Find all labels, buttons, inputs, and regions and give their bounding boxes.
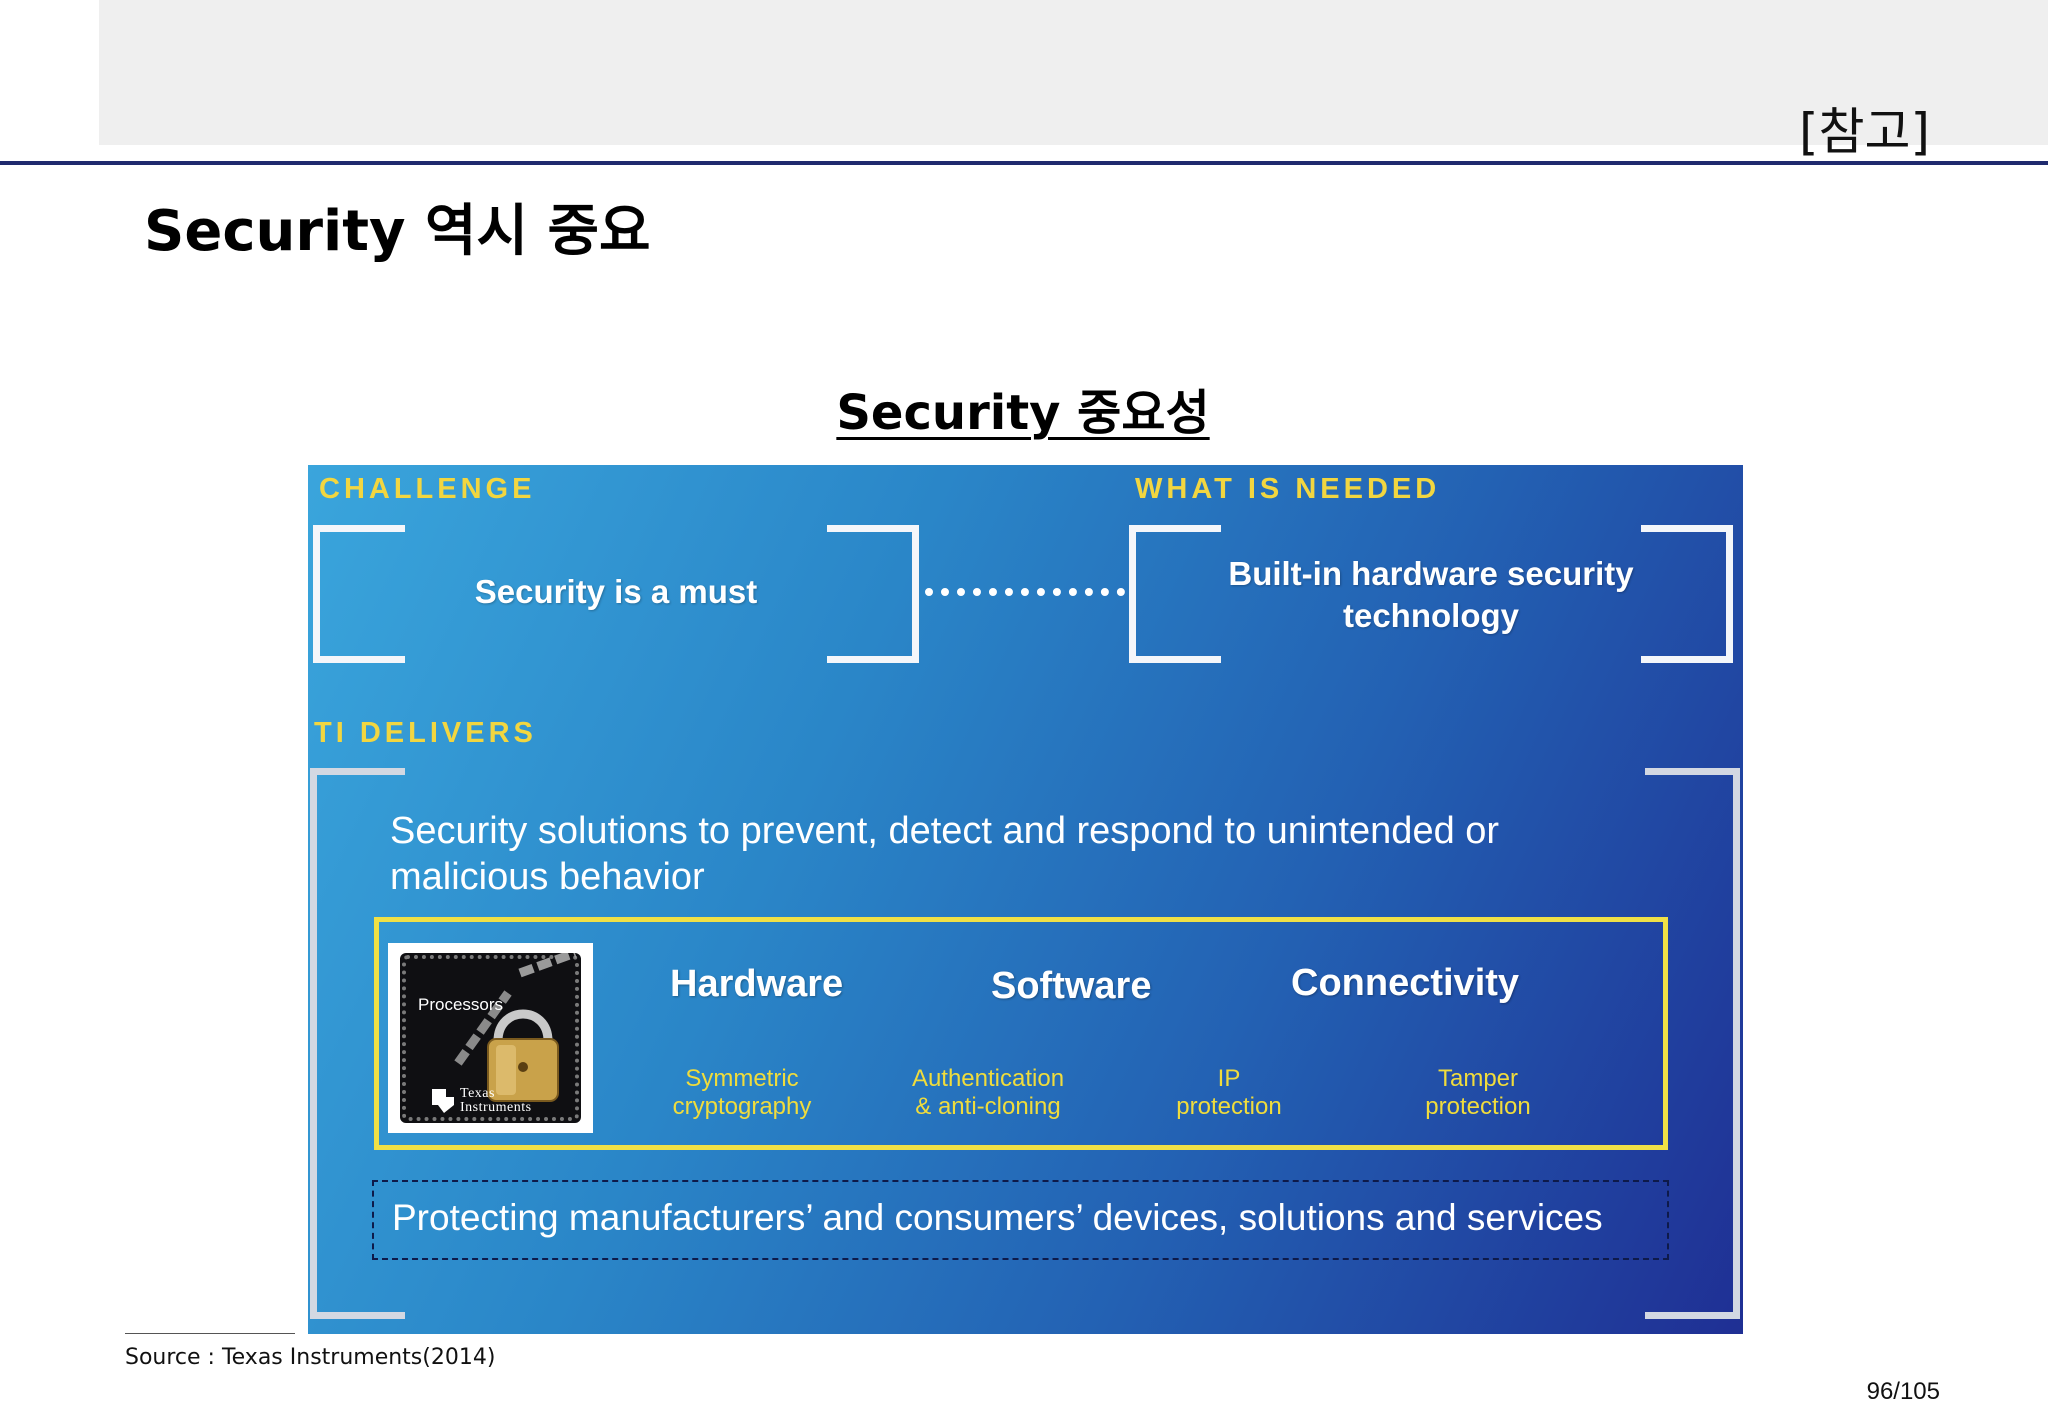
delivers-bracket-right [1645,768,1740,1319]
security-figure: CHALLENGE WHAT IS NEEDED Security is a m… [308,465,1743,1334]
challenge-bracket-left [313,525,405,663]
footnote-rule [125,1333,295,1334]
feature-tamper-protection: Tamper protection [1368,1065,1588,1121]
chip-brand: Texas Instruments [460,1087,532,1115]
challenge-label: CHALLENGE [319,473,536,505]
needed-text-line1: Built-in hardware security [1228,555,1634,592]
reference-tag: [참고] [1798,103,1930,161]
delivers-bracket-left [310,768,405,1319]
chip-pins [402,955,579,1121]
needed-text: Built-in hardware security technology [1201,553,1661,637]
feature-line: Symmetric [685,1065,799,1092]
capabilities-box [374,917,1668,1150]
feature-authentication: Authentication & anti-cloning [878,1065,1098,1121]
solutions-text: Security solutions to prevent, detect an… [390,810,1500,898]
feature-line: Authentication [911,1065,1065,1092]
ti-logo-icon [432,1089,454,1113]
protecting-box [372,1180,1669,1260]
feature-symmetric-cryptography: Symmetric cryptography [632,1065,852,1121]
category-hardware: Hardware [670,963,844,1005]
needed-label: WHAT IS NEEDED [1135,473,1441,505]
section-title: Security 중요성 [0,373,2048,443]
challenge-text: Security is a must [474,573,758,610]
source-note: Source : Texas Instruments(2014) [125,1345,496,1370]
feature-line: cryptography [672,1093,812,1120]
feature-line: IP [1217,1065,1241,1092]
header-band [99,0,2048,145]
delivers-label: TI DELIVERS [314,717,537,749]
category-software: Software [991,965,1152,1007]
chip-brand-line2: Instruments [460,1100,532,1115]
feature-line: protection [1176,1093,1282,1120]
needed-text-line2: technology [1342,597,1519,634]
section-title-text: Security 중요성 [836,385,1210,441]
chip-label: Processors [418,995,504,1014]
padlock-chain-icon [454,953,577,1102]
connector-dots [925,588,1125,596]
feature-line: protection [1425,1093,1531,1120]
feature-line: Tamper [1437,1065,1519,1092]
feature-ip-protection: IP protection [1119,1065,1339,1121]
challenge-bracket-right [827,525,919,663]
chip-brand-line1: Texas [460,1086,495,1101]
protecting-text: Protecting manufacturers’ and consumers’… [392,1197,1603,1238]
page-title: Security 역시 중요 [144,199,651,264]
processor-chip-image: Processors Texas Instruments [388,943,593,1133]
needed-bracket-left [1129,525,1221,663]
header-rule [0,161,2048,165]
page-number: 96/105 [1866,1378,1940,1405]
needed-bracket-right [1641,525,1733,663]
feature-line: & anti-cloning [915,1093,1061,1120]
category-connectivity: Connectivity [1291,962,1520,1004]
